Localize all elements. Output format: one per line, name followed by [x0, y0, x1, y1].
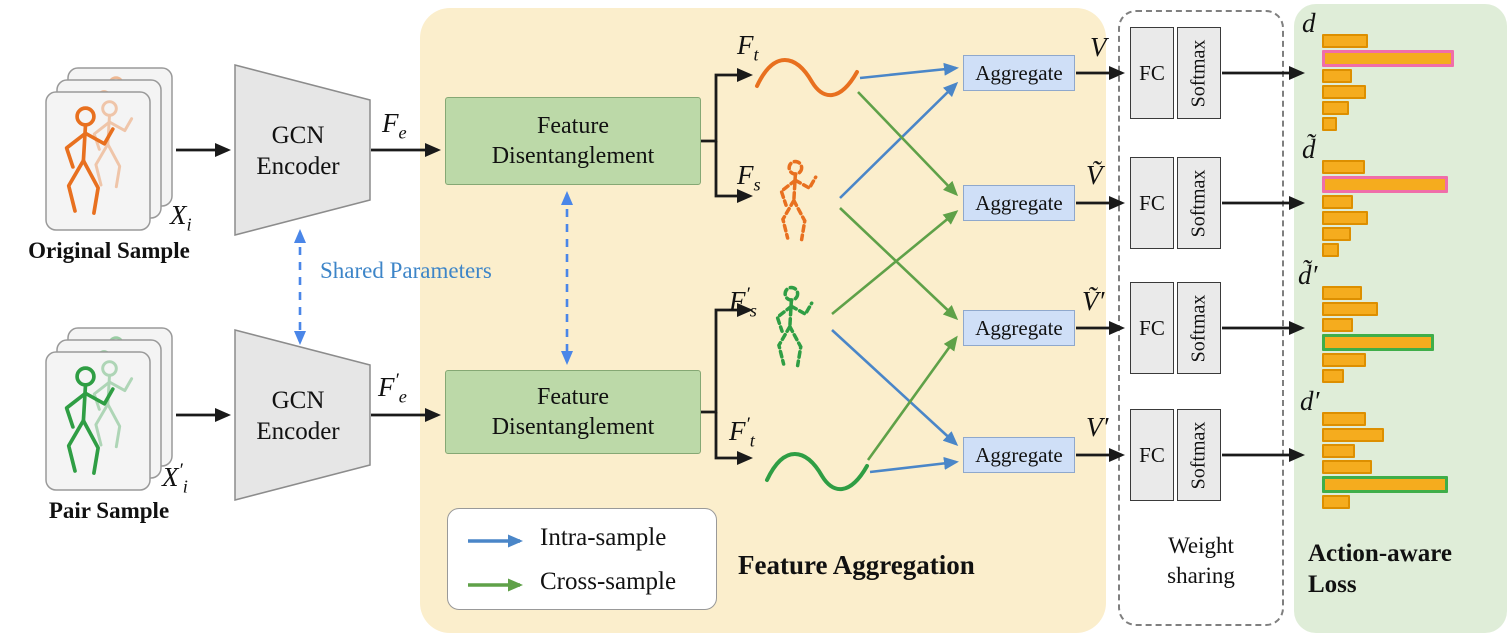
softmax-box-3: Softmax	[1177, 282, 1221, 374]
softmax-label: Softmax	[1187, 169, 1210, 237]
aggregate-label: Aggregate	[975, 442, 1063, 467]
softmax-label: Softmax	[1187, 39, 1210, 107]
original-sample-caption: Original Sample	[28, 238, 190, 263]
softmax-label: Softmax	[1187, 294, 1210, 362]
skeleton-frame-icon	[88, 90, 127, 174]
label-d-tilde-prime: d̃′	[1298, 260, 1318, 290]
histogram-d	[1322, 34, 1497, 131]
histogram-bar	[1322, 444, 1355, 458]
pair-sample-caption: Pair Sample	[48, 498, 170, 523]
label-fe: Fe	[382, 108, 407, 143]
histogram-bar	[1322, 243, 1339, 257]
fc-label: FC	[1139, 60, 1165, 85]
fc-label: FC	[1139, 190, 1165, 215]
label-xi-prime: X′i	[162, 460, 188, 497]
histogram-bar	[1322, 286, 1362, 300]
histogram-bar	[1322, 412, 1366, 426]
histogram-bar	[1322, 353, 1366, 367]
histogram-bar	[1322, 34, 1368, 48]
histogram-bar	[1322, 160, 1365, 174]
shared-parameters-label: Shared Parameters	[320, 258, 492, 283]
feature-disentanglement-top: Feature Disentanglement	[445, 97, 701, 185]
aggregate-label: Aggregate	[975, 60, 1063, 85]
histogram-bar	[1322, 195, 1353, 209]
aggregate-label: Aggregate	[975, 315, 1063, 340]
gcn-encoder-label-top: GCN Encoder	[256, 122, 340, 181]
histogram-bar-highlighted	[1322, 50, 1454, 67]
histogram-d-tilde-prime	[1322, 286, 1497, 383]
fc-label: FC	[1139, 442, 1165, 467]
legend-intra-sample-label: Intra-sample	[540, 524, 667, 551]
feature-disentanglement-label: Feature Disentanglement	[491, 113, 655, 169]
label-v-prime: V′	[1086, 412, 1109, 442]
skeleton-frame-icon	[100, 76, 139, 160]
fc-box-1: FC	[1130, 27, 1174, 119]
legend-box	[447, 508, 717, 610]
histogram-bar	[1322, 101, 1349, 115]
skeleton-frame-icon	[88, 350, 127, 434]
fc-label: FC	[1139, 315, 1165, 340]
label-d-prime: d′	[1300, 386, 1320, 416]
histogram-bar	[1322, 369, 1344, 383]
softmax-label: Softmax	[1187, 421, 1210, 489]
histogram-bar	[1322, 211, 1368, 225]
histogram-bar	[1322, 428, 1384, 442]
gcn-encoder-label-bottom: GCN Encoder	[256, 387, 340, 446]
weight-sharing-label: Weight sharing	[1167, 533, 1235, 588]
feature-disentanglement-label: Feature Disentanglement	[491, 384, 655, 440]
histogram-bar	[1322, 302, 1378, 316]
label-xi: Xi	[170, 200, 192, 235]
label-ft-prime: F′t	[729, 414, 755, 451]
label-d-tilde: d̃	[1302, 134, 1316, 164]
aggregate-box-4: Aggregate	[963, 437, 1075, 473]
pair-sample-stack	[45, 327, 173, 491]
histogram-bar	[1322, 460, 1372, 474]
fc-box-2: FC	[1130, 157, 1174, 249]
label-fs: Fs	[737, 160, 761, 195]
softmax-box-2: Softmax	[1177, 157, 1221, 249]
histogram-bar	[1322, 227, 1351, 241]
fc-box-4: FC	[1130, 409, 1174, 501]
fc-box-3: FC	[1130, 282, 1174, 374]
label-v: V	[1090, 32, 1107, 62]
feature-disentanglement-bottom: Feature Disentanglement	[445, 370, 701, 454]
histogram-bar	[1322, 318, 1353, 332]
orange-skeleton-icon	[64, 106, 115, 215]
histogram-bar	[1322, 495, 1350, 509]
green-skeleton-icon	[64, 366, 115, 475]
aggregate-box-1: Aggregate	[963, 55, 1075, 91]
skeleton-frame-icon	[92, 360, 134, 449]
softmax-box-4: Softmax	[1177, 409, 1221, 501]
label-ft: Ft	[737, 30, 759, 65]
action-aware-loss-title: Action-aware Loss	[1308, 540, 1452, 599]
histogram-bar	[1322, 85, 1366, 99]
histogram-d-tilde	[1322, 160, 1497, 257]
skeleton-frame-icon	[100, 336, 139, 420]
label-v-tilde-prime: Ṽ′	[1082, 286, 1105, 316]
original-sample-stack	[45, 67, 173, 231]
label-fe-prime: F′e	[378, 370, 407, 407]
histogram-bar-highlighted	[1322, 334, 1434, 351]
histogram-bar	[1322, 69, 1352, 83]
softmax-box-1: Softmax	[1177, 27, 1221, 119]
legend-cross-sample-label: Cross-sample	[540, 568, 677, 595]
aggregate-label: Aggregate	[975, 190, 1063, 215]
label-v-tilde: Ṽ	[1086, 160, 1103, 190]
histogram-bar-highlighted	[1322, 176, 1448, 193]
feature-aggregation-title: Feature Aggregation	[738, 550, 975, 580]
label-fs-prime: F′s	[729, 284, 757, 321]
label-d: d	[1302, 8, 1316, 38]
skeleton-frame-icon	[92, 100, 134, 189]
histogram-d-prime	[1322, 412, 1497, 509]
histogram-bar	[1322, 117, 1337, 131]
aggregate-box-3: Aggregate	[963, 310, 1075, 346]
histogram-bar-highlighted	[1322, 476, 1448, 493]
aggregate-box-2: Aggregate	[963, 185, 1075, 221]
